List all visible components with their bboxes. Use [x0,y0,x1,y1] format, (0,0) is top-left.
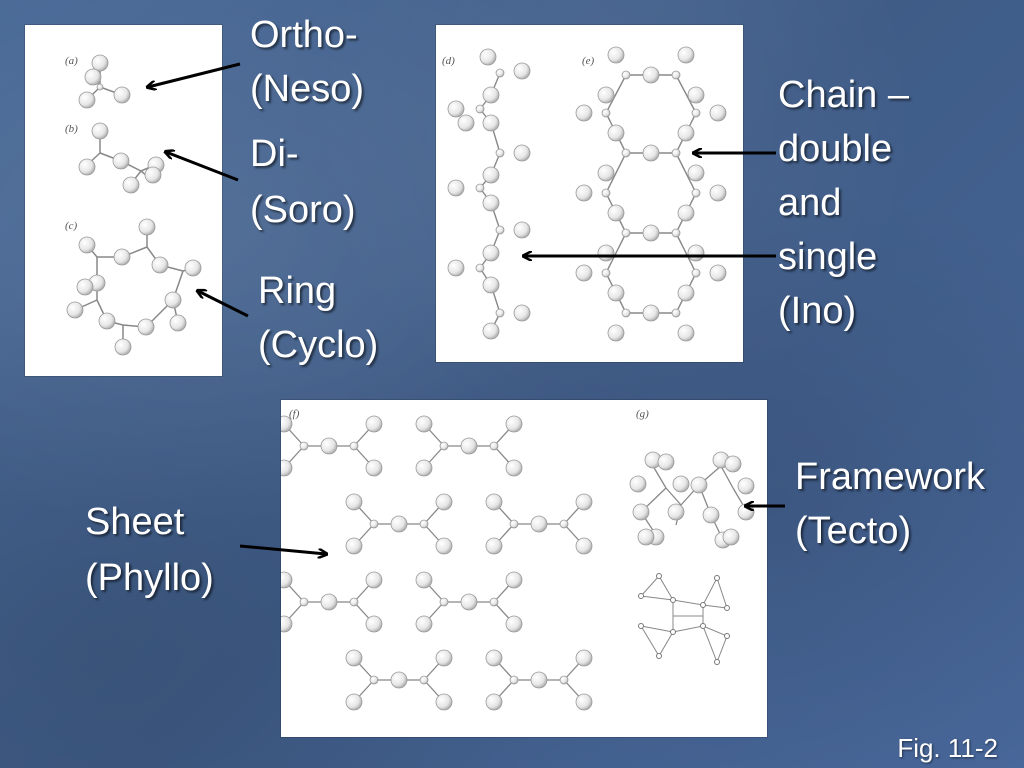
label-di: Di- (Soro) [250,126,356,238]
ortho-di-ring-structures [66,54,202,356]
label-framework-line2: (Tecto) [795,510,912,552]
figure-number: Fig. 11-2 [897,733,998,763]
panel-f-label: (f) [289,408,300,420]
panel-e-label: (e) [582,55,595,67]
chain-structures [447,46,727,342]
label-di-line1: Di- [250,133,299,175]
panel-c-label: (c) [65,220,78,232]
panel-d-label: (d) [442,55,455,67]
label-framework-line1: Framework [795,456,986,498]
panel-g-label: (g) [636,408,649,420]
label-sheet-line1: Sheet [85,501,185,543]
panel-a-label: (a) [65,55,78,67]
label-chain-line2: double [778,128,893,170]
panel-b-label: (b) [65,123,78,135]
label-di-line2: (Soro) [250,189,356,231]
label-ortho-line2: (Neso) [250,68,365,110]
panel-ortho-di-ring: (a) (b) (c) [25,25,222,376]
label-chain-line4: single [778,236,878,278]
label-sheet-line2: (Phyllo) [85,557,214,599]
label-chain: Chain – double and single (Ino) [778,68,909,338]
label-framework: Framework (Tecto) [795,450,985,558]
label-ortho-line1: Ortho- [250,14,358,56]
label-ring-line1: Ring [258,270,337,312]
sheet-framework-structures [281,415,755,711]
label-sheet: Sheet (Phyllo) [85,494,214,606]
label-ortho: Ortho- (Neso) [250,8,364,116]
label-ring-line2: (Cyclo) [258,324,379,366]
label-chain-line3: and [778,182,842,224]
label-ring: Ring (Cyclo) [258,264,378,372]
label-chain-line1: Chain – [778,74,909,116]
label-chain-line5: (Ino) [778,290,857,332]
panel-chains: (d) (e) [436,25,743,362]
panel-sheet-framework: (f) (g) [281,400,767,737]
